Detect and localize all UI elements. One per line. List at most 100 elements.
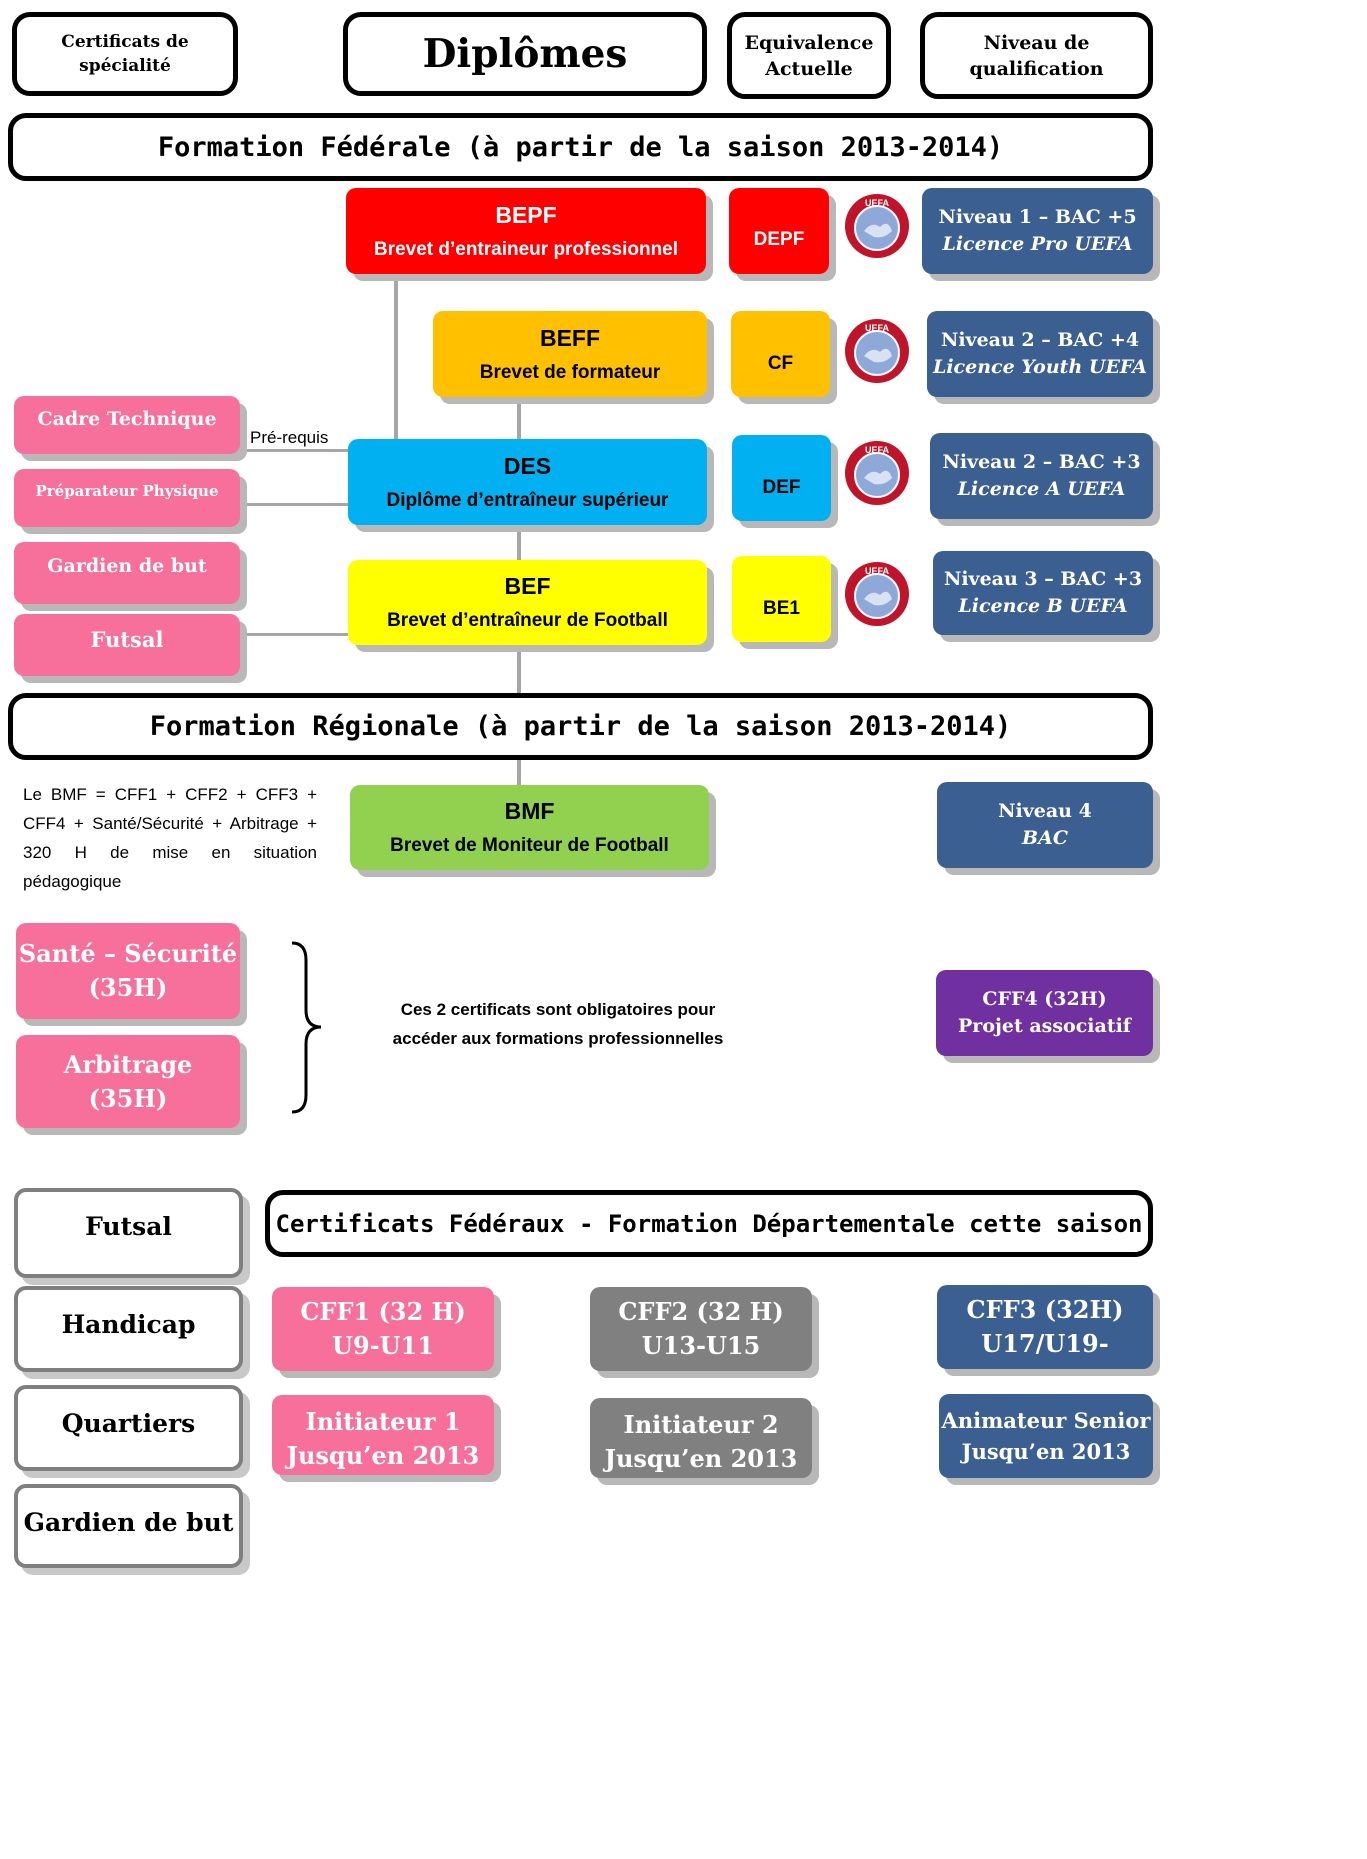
equiv-be1: BE1 (732, 556, 831, 642)
header-equivalence: Equivalence Actuelle (727, 12, 891, 99)
cff2: CFF2 (32 H) U13-U15 (590, 1287, 812, 1371)
uefa-logo-text: UEFA (865, 566, 890, 576)
cff4-subtitle: Projet associatif (958, 1015, 1131, 1037)
level-2-bac4-licence: Licence Youth UEFA (932, 356, 1148, 378)
uefa-logo-text: UEFA (865, 198, 890, 208)
cert-arbitrage: Arbitrage (35H) (16, 1035, 240, 1128)
level-1-licence: Licence Pro UEFA (942, 233, 1133, 255)
level-2-bac3: Niveau 2 – BAC +3 Licence A UEFA (930, 433, 1153, 519)
level-2-bac4-title: Niveau 2 – BAC +4 (940, 329, 1140, 351)
animateur-senior: Animateur Senior Jusqu’en 2013 (939, 1394, 1153, 1478)
dept-handicap-label: Handicap (61, 1310, 196, 1339)
header-niveau-label: Niveau de qualification (969, 31, 1104, 80)
equiv-cf-label: CF (767, 353, 794, 374)
equiv-cf: CF (731, 311, 830, 397)
uefa-logo-icon: UEFA (844, 561, 910, 627)
animateur-senior-title: Animateur Senior (941, 1408, 1151, 1433)
diploma-des-name: Diplôme d’entraîneur supérieur (386, 489, 669, 511)
cff2-age: U13-U15 (641, 1331, 761, 1360)
diploma-bef-code: BEF (504, 573, 551, 599)
dept-gardien-de-but: Gardien de but (14, 1484, 243, 1568)
specialty-cadre-technique: Cadre Technique (14, 396, 240, 454)
diploma-bef-name: Brevet d’entraîneur de Football (387, 610, 668, 631)
level-2-bac3-licence: Licence A UEFA (957, 478, 1126, 500)
equiv-depf-label: DEPF (753, 229, 805, 250)
cff3: CFF3 (32H) U17/U19- (937, 1285, 1153, 1369)
diploma-bmf-code: BMF (504, 798, 555, 824)
uefa-logo-icon: UEFA (844, 193, 910, 259)
diploma-bepf: BEPF Brevet d’entraineur professionnel (346, 188, 706, 274)
initiateur-2-period: Jusqu’en 2013 (604, 1444, 798, 1473)
level-4: Niveau 4 BAC (937, 782, 1153, 868)
level-1: Niveau 1 – BAC +5 Licence Pro UEFA (922, 188, 1153, 274)
diploma-bepf-code: BEPF (495, 201, 557, 228)
cert-arbitrage-hours: (35H) (88, 1083, 168, 1113)
cff4-projet-associatif: CFF4 (32H) Projet associatif (936, 970, 1153, 1056)
initiateur-1-title: Initiateur 1 (305, 1407, 461, 1436)
dept-gardien-de-but-label: Gardien de but (23, 1508, 234, 1537)
cff3-title: CFF3 (32H) (966, 1295, 1124, 1324)
banner-formation-regionale-label: Formation Régionale (à partir de la sais… (149, 711, 1012, 742)
diploma-beff-name: Brevet de formateur (479, 361, 661, 383)
equiv-def: DEF (732, 435, 831, 521)
cert-arbitrage-title: Arbitrage (63, 1049, 193, 1079)
dept-futsal-label: Futsal (85, 1212, 172, 1241)
diploma-des: DES Diplôme d’entraîneur supérieur (348, 439, 707, 525)
initiateur-2-title: Initiateur 2 (623, 1410, 779, 1439)
specialty-cadre-technique-label: Cadre Technique (37, 408, 217, 430)
dept-futsal: Futsal (14, 1188, 243, 1278)
header-diplomes-label: Diplômes (422, 31, 628, 77)
level-3-licence: Licence B UEFA (958, 595, 1128, 617)
dept-quartiers-label: Quartiers (61, 1409, 196, 1438)
uefa-logo-text: UEFA (865, 445, 890, 455)
mandatory-note: Ces 2 certificats sont obligatoires pour… (392, 1000, 724, 1048)
header-equivalence-label: Equivalence Actuelle (744, 31, 874, 80)
cff1: CFF1 (32 H) U9-U11 (272, 1287, 494, 1371)
cert-sante-securite: Santé – Sécurité (35H) (16, 923, 240, 1019)
uefa-logo-icon: UEFA (844, 440, 910, 506)
prerequis-label: Pré-requis (250, 428, 329, 447)
diploma-beff-code: BEFF (539, 324, 601, 351)
header-diplomes: Diplômes (343, 12, 707, 96)
bmf-note: Le BMF = CFF1 + CFF2 + CFF3 + CFF4 + San… (23, 785, 317, 891)
equiv-depf: DEPF (729, 188, 829, 274)
level-3: Niveau 3 – BAC +3 Licence B UEFA (933, 551, 1153, 635)
curly-brace-icon (288, 940, 328, 1115)
banner-formation-departementale-label: Certificats Fédéraux - Formation Départe… (275, 1209, 1143, 1238)
diploma-bepf-name: Brevet d’entraineur professionnel (373, 238, 679, 260)
cff1-title: CFF1 (32 H) (300, 1297, 466, 1326)
diploma-bef: BEF Brevet d’entraîneur de Football (348, 560, 707, 645)
banner-formation-departementale: Certificats Fédéraux - Formation Départe… (265, 1190, 1153, 1257)
diploma-bmf: BMF Brevet de Moniteur de Football (350, 785, 709, 870)
cff3-age: U17/U19- (981, 1329, 1109, 1358)
level-4-title: Niveau 4 (998, 800, 1092, 822)
dept-handicap: Handicap (14, 1286, 243, 1372)
cff2-title: CFF2 (32 H) (618, 1297, 784, 1326)
uefa-logo-icon: UEFA (844, 318, 910, 384)
specialty-preparateur-physique-label: Préparateur Physique (35, 482, 219, 500)
cert-sante-securite-title: Santé – Sécurité (18, 939, 238, 968)
banner-formation-federale-label: Formation Fédérale (à partir de la saiso… (157, 131, 1004, 163)
dept-quartiers: Quartiers (14, 1385, 243, 1471)
level-1-title: Niveau 1 – BAC +5 (938, 206, 1137, 228)
animateur-senior-period: Jusqu’en 2013 (961, 1439, 1131, 1464)
level-4-licence: BAC (1022, 827, 1068, 849)
initiateur-1: Initiateur 1 Jusqu’en 2013 (272, 1395, 494, 1475)
cff1-age: U9-U11 (332, 1331, 434, 1360)
level-2-bac4: Niveau 2 – BAC +4 Licence Youth UEFA (927, 311, 1153, 397)
header-niveau: Niveau de qualification (920, 12, 1153, 99)
specialty-futsal: Futsal (14, 614, 240, 676)
uefa-logo-text: UEFA (865, 323, 890, 333)
initiateur-2: Initiateur 2 Jusqu’en 2013 (590, 1398, 812, 1478)
header-certificats: Certificats de spécialité (12, 12, 238, 96)
specialty-futsal-label: Futsal (90, 627, 164, 652)
specialty-gardien-de-but: Gardien de but (14, 542, 240, 604)
diploma-bmf-name: Brevet de Moniteur de Football (390, 835, 669, 856)
level-2-bac3-title: Niveau 2 – BAC +3 (942, 451, 1141, 473)
equiv-def-label: DEF (762, 477, 801, 498)
banner-formation-federale: Formation Fédérale (à partir de la saiso… (8, 113, 1153, 181)
equiv-be1-label: BE1 (763, 598, 800, 619)
cert-sante-securite-hours: (35H) (88, 973, 168, 1002)
specialty-preparateur-physique: Préparateur Physique (14, 469, 240, 527)
diploma-des-code: DES (503, 452, 552, 479)
